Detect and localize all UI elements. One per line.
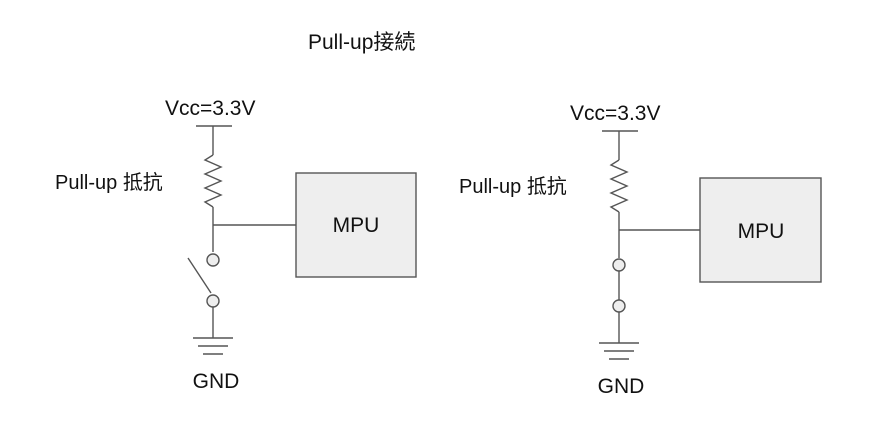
mpu-label: MPU: [333, 214, 380, 237]
resistor-label: Pull-up 抵抗: [459, 175, 567, 198]
terminal-bottom: [612, 299, 626, 313]
resistor-icon: [203, 154, 223, 208]
vcc-label: Vcc=3.3V: [570, 102, 660, 125]
terminal-top: [612, 258, 626, 272]
mpu-label: MPU: [738, 220, 785, 243]
gnd-label: GND: [193, 370, 240, 393]
circuit-right: Vcc=3.3V Pull-up 抵抗 MPU GND: [459, 102, 822, 398]
gnd-label: GND: [598, 375, 645, 398]
ground-icon: [193, 337, 233, 355]
diagram-title: Pull-up接続: [308, 31, 415, 54]
resistor-icon: [609, 159, 629, 213]
mpu-box: [699, 177, 822, 283]
vcc-label: Vcc=3.3V: [165, 97, 255, 120]
switch-lever: [187, 257, 212, 294]
switch-contact-top: [206, 253, 220, 267]
ground-icon: [599, 342, 639, 360]
switch-contact-bottom: [206, 294, 220, 308]
mpu-box: [295, 172, 417, 278]
resistor-label: Pull-up 抵抗: [55, 171, 163, 194]
circuit-left: Vcc=3.3V Pull-up 抵抗 MPU GND: [55, 97, 417, 393]
